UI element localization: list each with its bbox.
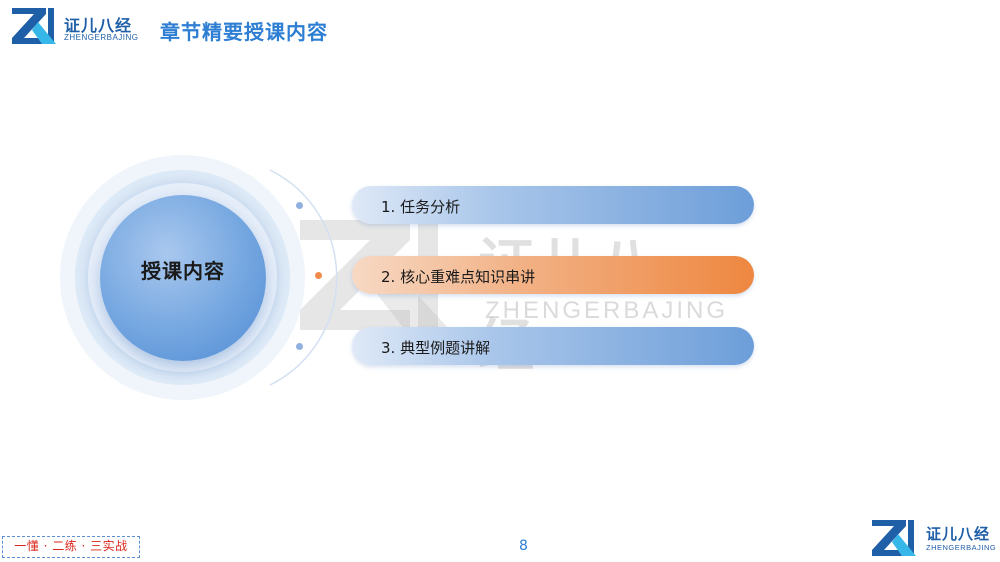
item-2-dot	[315, 272, 322, 279]
item-2-bar: 2. 核心重难点知识串讲	[352, 256, 754, 294]
item-1-label: 1. 任务分析	[381, 198, 461, 216]
watermark-subtitle: ZHENGERBAJING	[485, 297, 729, 324]
brand-subtitle: ZHENGERBAJING	[64, 33, 139, 42]
center-circle	[100, 195, 266, 361]
brand-logo-icon	[12, 8, 56, 44]
item-3-bar: 3. 典型例题讲解	[352, 327, 754, 365]
footer-motto: 一懂 · 二练 · 三实战	[2, 536, 140, 558]
item-1-dot	[296, 202, 303, 209]
item-3-dot	[296, 343, 303, 350]
footer-logo-icon	[872, 520, 916, 556]
footer-brand-logo: 证儿八经 ZHENGERBAJING	[872, 520, 997, 560]
footer-brand-name: 证儿八经	[926, 525, 991, 543]
brand-name: 证儿八经	[64, 16, 133, 35]
item-2-label: 2. 核心重难点知识串讲	[381, 268, 536, 286]
brand-logo: 证儿八经 ZHENGERBAJING	[12, 8, 139, 48]
page-number: 8	[519, 538, 528, 554]
footer-brand-subtitle: ZHENGERBAJING	[926, 543, 997, 552]
item-1-bar: 1. 任务分析	[352, 186, 754, 224]
page-title: 章节精要授课内容	[160, 20, 328, 44]
center-label: 授课内容	[141, 259, 225, 283]
item-3-label: 3. 典型例题讲解	[381, 339, 491, 357]
